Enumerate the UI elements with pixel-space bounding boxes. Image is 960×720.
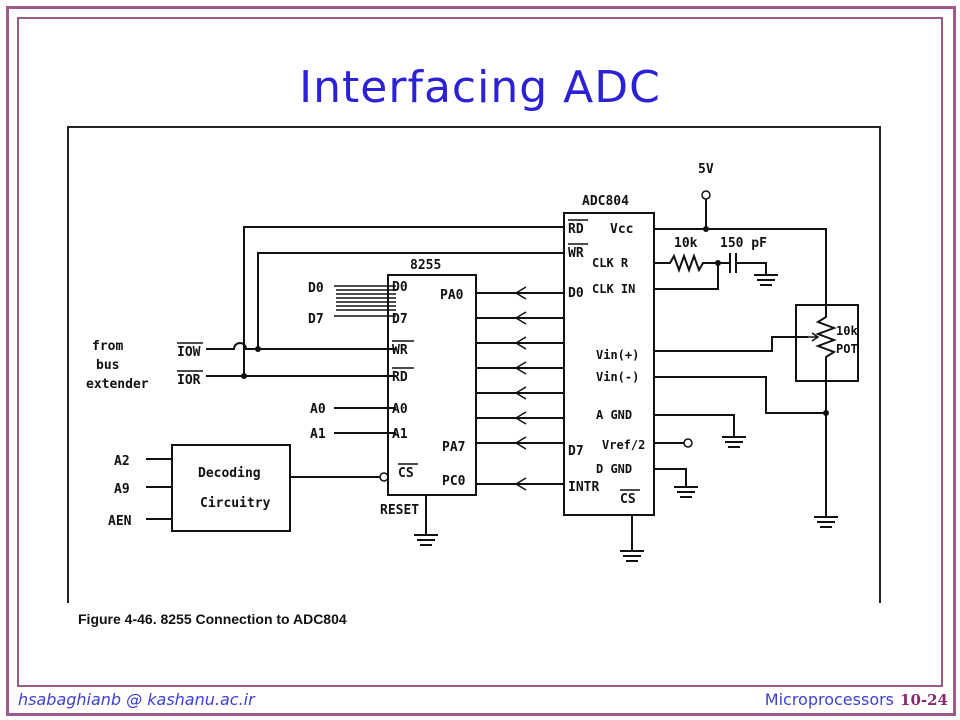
svg-text:extender: extender — [86, 377, 149, 392]
cap-ground-symbol — [754, 274, 778, 286]
svg-text:A GND: A GND — [596, 408, 632, 422]
rd-bus-wire — [243, 226, 564, 376]
data-direction-arrows — [514, 286, 527, 491]
reset-label: RESET — [380, 503, 419, 518]
iow-label: IOW — [177, 345, 201, 360]
svg-text:PA7: PA7 — [442, 440, 465, 455]
supply-label: 5V — [698, 162, 714, 177]
pot-wiper-arrow — [808, 332, 820, 342]
a1-label: A1 — [310, 427, 326, 442]
vin-minus-wire — [654, 376, 826, 414]
capacitor-label: 150 pF — [720, 236, 767, 251]
svg-text:A1: A1 — [392, 427, 408, 442]
svg-text:Vin(+): Vin(+) — [596, 348, 639, 362]
svg-text:D GND: D GND — [596, 462, 632, 476]
bus-extender-label: from bus extender — [86, 339, 149, 392]
aen-label: AEN — [108, 514, 132, 529]
svg-text:PA0: PA0 — [440, 288, 464, 303]
svg-text:WR: WR — [568, 246, 584, 261]
svg-text:D0: D0 — [392, 280, 408, 295]
ppi-ground-symbol — [414, 495, 438, 546]
svg-text:from: from — [92, 339, 123, 354]
svg-text:INTR: INTR — [568, 480, 599, 495]
svg-text:Vin(-): Vin(-) — [596, 370, 639, 384]
agnd-wire — [654, 414, 735, 437]
d0-label: D0 — [308, 281, 324, 296]
figure-caption: Figure 4-46. 8255 Connection to ADC804 — [78, 611, 347, 627]
svg-text:CS: CS — [620, 492, 636, 507]
resistor-label: 10k — [674, 236, 698, 251]
svg-text:CLK IN: CLK IN — [592, 282, 635, 296]
footer-email: hsabaghianb @ kashanu.ac.ir — [18, 690, 255, 709]
slide-border-outer — [6, 6, 956, 716]
d7-label: D7 — [308, 312, 324, 327]
wr-bus-wire — [257, 252, 564, 349]
ppi-name: 8255 — [410, 258, 441, 273]
pot-ground-symbol — [814, 516, 838, 528]
dgnd-wire — [654, 468, 687, 487]
agnd-ground-symbol — [722, 436, 746, 448]
schematic-svg: from bus extender IOW IOR A0 A1 D0 D7 A2… — [66, 126, 882, 637]
svg-text:10k: 10k — [836, 324, 858, 338]
svg-text:RD: RD — [568, 222, 584, 237]
svg-text:Vcc: Vcc — [610, 222, 633, 237]
svg-text:Vref/2: Vref/2 — [602, 438, 645, 452]
resistor-10k — [654, 253, 718, 273]
supply-terminal — [701, 190, 711, 200]
decoder-label-1: Decoding — [198, 466, 261, 481]
footer-course: Microprocessors — [764, 690, 895, 709]
dgnd-ground-symbol — [674, 486, 698, 498]
a0-label: A0 — [310, 402, 326, 417]
slide-title: Interfacing ADC — [299, 62, 661, 113]
adc804-chip — [563, 212, 655, 516]
vin-plus-wire — [654, 336, 808, 352]
ppi-8255-chip — [387, 274, 477, 496]
iow-wire — [206, 342, 396, 350]
slide-border-inner — [17, 17, 943, 687]
svg-text:A0: A0 — [392, 402, 408, 417]
pot-resistor — [815, 311, 837, 415]
svg-text:POT: POT — [836, 342, 858, 356]
a2-label: A2 — [114, 454, 130, 469]
svg-text:WR: WR — [392, 343, 408, 358]
svg-text:D7: D7 — [392, 312, 408, 327]
port-a-data-lines — [476, 292, 564, 485]
adc-ground-symbol — [620, 515, 644, 562]
a9-label: A9 — [114, 482, 130, 497]
ior-label: IOR — [177, 373, 201, 388]
svg-text:bus: bus — [96, 358, 119, 373]
svg-text:D7: D7 — [568, 444, 584, 459]
schematic-figure: from bus extender IOW IOR A0 A1 D0 D7 A2… — [66, 125, 882, 637]
decoder-label-2: Circuitry — [200, 496, 271, 511]
clk-in-wire — [654, 263, 719, 290]
svg-text:D0: D0 — [568, 286, 584, 301]
footer-page-number: 10-24 — [900, 691, 948, 709]
adc-name: ADC804 — [582, 194, 629, 209]
vcc-wire — [654, 228, 827, 311]
data-bus-lines — [334, 285, 396, 317]
svg-text:CLK R: CLK R — [592, 256, 629, 270]
svg-text:RD: RD — [392, 370, 408, 385]
svg-text:CS: CS — [398, 466, 414, 481]
svg-text:PC0: PC0 — [442, 474, 466, 489]
decoding-circuitry-box — [171, 444, 291, 532]
footer-right: Microprocessors 10-24 — [765, 690, 948, 710]
